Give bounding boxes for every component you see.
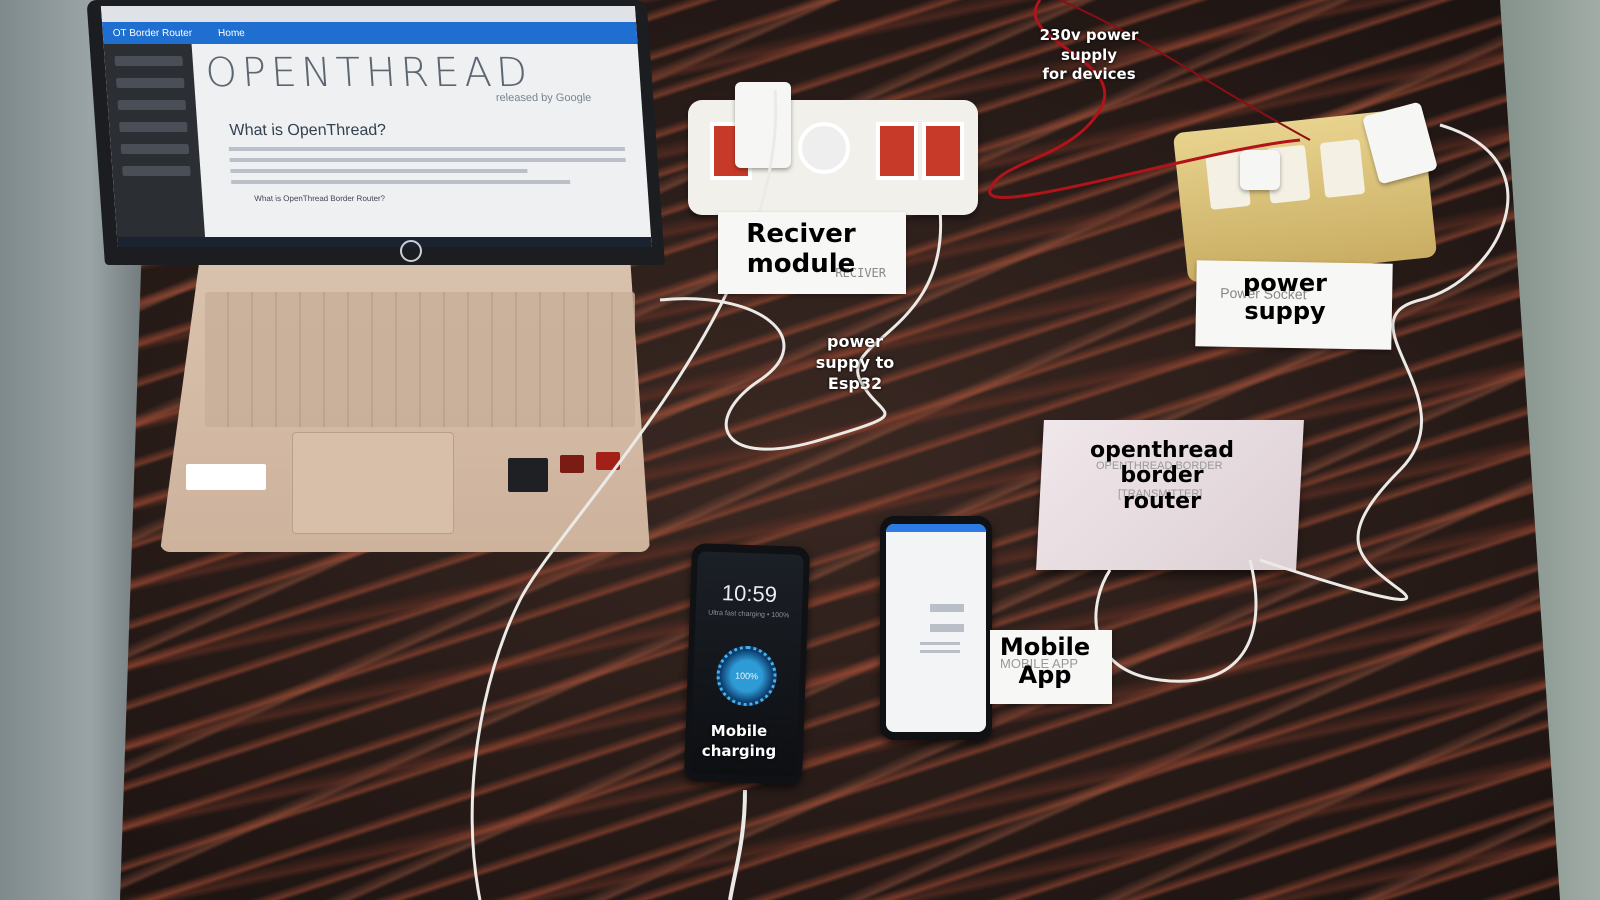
- app-text: [920, 642, 960, 645]
- battery-percent: 100%: [734, 670, 759, 682]
- red-power-cable: [988, 0, 1301, 199]
- socket: [798, 122, 850, 174]
- socket: [876, 122, 918, 180]
- usb-plug: [1240, 150, 1280, 190]
- label-230v-power: 230v power supply for devices: [1039, 26, 1139, 83]
- laptop-sticker: [560, 455, 584, 473]
- label-mobile-charging: Mobile charging: [701, 722, 777, 760]
- phone-cable: [728, 789, 747, 900]
- app-text: [920, 650, 960, 653]
- usb-cable: [1094, 559, 1258, 683]
- charging-ring-icon: 100%: [715, 644, 778, 708]
- hp-logo-icon: [400, 240, 422, 262]
- handwritten-note: OPENTHREAD BORDER: [1096, 460, 1223, 472]
- laptop-keyboard: [205, 292, 635, 427]
- mobile-app-screen: [886, 524, 986, 732]
- laptop-touchpad: [292, 432, 454, 534]
- handwritten-note: RECIVER: [835, 266, 886, 280]
- label-border-router: openthread border router: [1090, 438, 1234, 514]
- laptop-sticker: [596, 452, 620, 470]
- label-mobile-app: Mobile App: [999, 633, 1091, 689]
- mobile-app-paper: MOBILE APP: [990, 630, 1112, 704]
- usb-cable: [1259, 123, 1510, 601]
- app-phone: [880, 516, 992, 740]
- app-button[interactable]: [930, 604, 964, 612]
- usb-charger: [735, 82, 791, 168]
- usb-cable: [659, 209, 943, 451]
- handwritten-note: [TRANSMITTER]: [1118, 488, 1203, 500]
- app-button[interactable]: [930, 624, 964, 632]
- charging-status: Ultra fast charging • 100%: [708, 609, 790, 620]
- laptop-sticker: [186, 464, 266, 490]
- label-receiver-module: Reciver module: [746, 219, 856, 279]
- socket: [922, 122, 964, 180]
- red-power-cable: [1059, 0, 1311, 141]
- laptop-sticker: [508, 458, 548, 492]
- handwritten-note: MOBILE APP: [1000, 656, 1079, 671]
- app-header: [886, 524, 986, 532]
- lock-clock: 10:59: [721, 580, 778, 607]
- receiver-paper: RECIVER: [718, 212, 906, 294]
- label-power-supply: power suppy: [1243, 269, 1327, 325]
- label-power-esp32: power suppy to Esp32: [815, 332, 895, 393]
